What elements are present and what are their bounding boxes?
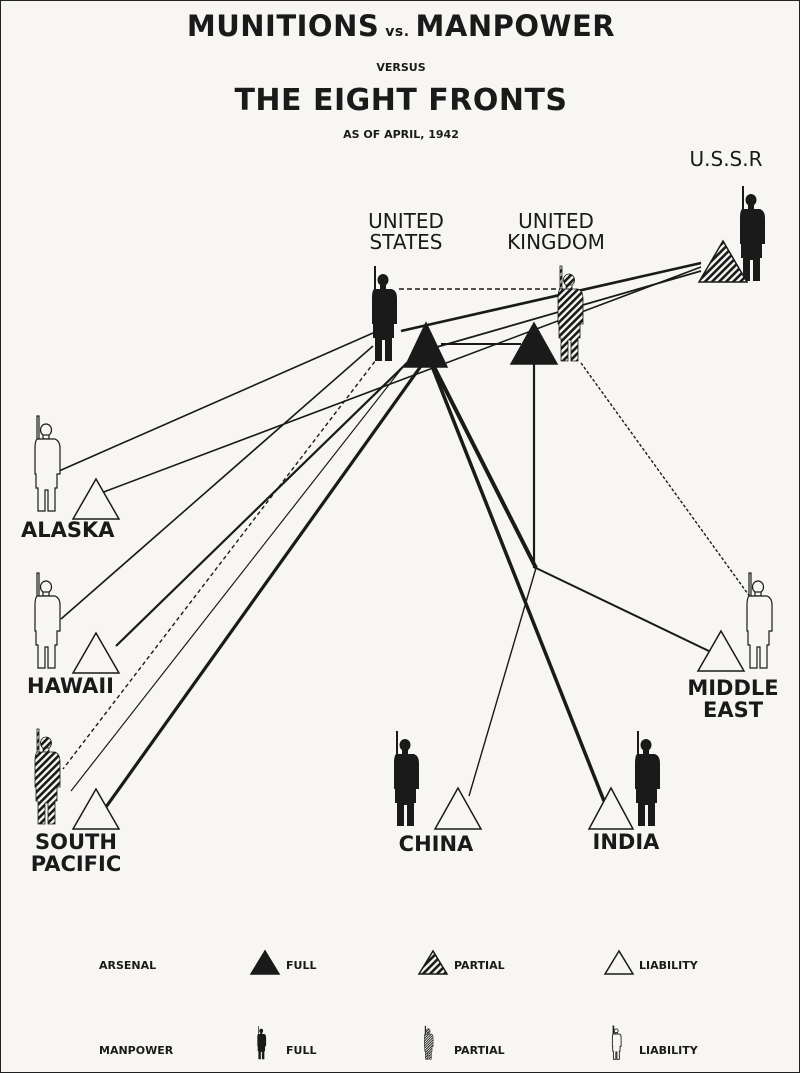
legend-arsenal-full-icon	[249, 949, 281, 975]
link-ussr-us-manpower	[400, 261, 702, 333]
legend-arsenal-liability-label: LIABILITY	[639, 959, 698, 972]
title-munitions: MUNITIONS	[186, 9, 380, 43]
southpacific-manpower-partial-icon	[34, 728, 61, 825]
legend-manpower-liability-icon	[611, 1025, 622, 1060]
alaska-arsenal-liability-icon	[71, 477, 121, 520]
uk-manpower-partial-icon	[557, 265, 584, 362]
legend-arsenal-full-label: FULL	[286, 959, 317, 972]
legend-arsenal-label: ARSENAL	[99, 959, 157, 972]
date-label: AS OF APRIL, 1942	[343, 128, 459, 141]
us-arsenal-full-icon	[403, 321, 449, 368]
link-hub-china	[468, 567, 537, 797]
legend-manpower-liability-label: LIABILITY	[639, 1044, 698, 1057]
main-title: MUNITIONS vs. MANPOWER	[1, 9, 799, 43]
arsenal-symbols	[71, 239, 749, 830]
legend-arsenal-liability-icon	[603, 949, 635, 975]
label-uk-line1: UNITED	[518, 209, 594, 233]
label-united-states: UNITED STATES	[351, 211, 461, 253]
southpacific-arsenal-liability-icon	[71, 787, 121, 830]
label-middle-east: MIDDLE EAST	[681, 677, 785, 721]
hawaii-arsenal-liability-icon	[71, 631, 121, 674]
link-ussr-alaska	[100, 266, 702, 494]
legend-manpower-full-icon	[257, 1026, 267, 1060]
india-arsenal-liability-icon	[587, 786, 635, 830]
alaska-manpower-liability-icon	[34, 415, 61, 512]
link-us-hawaii-manpower	[60, 345, 374, 620]
label-south-pacific-line2: PACIFIC	[30, 852, 122, 877]
versus-label: VERSUS	[376, 61, 426, 74]
label-united-kingdom: UNITED KINGDOM	[491, 211, 621, 253]
legend-arsenal-partial-label: PARTIAL	[454, 959, 505, 972]
link-uk-middleeast	[580, 362, 754, 602]
label-us-line2: STATES	[369, 230, 443, 254]
label-alaska: ALASKA	[21, 518, 115, 542]
label-middle-east-line2: EAST	[702, 698, 764, 723]
india-manpower-full-icon	[635, 731, 660, 826]
label-south-pacific-line1: SOUTH	[35, 830, 117, 854]
uk-arsenal-full-icon	[509, 321, 559, 365]
legend-manpower-partial-label: PARTIAL	[454, 1044, 505, 1057]
label-china: CHINA	[398, 832, 474, 856]
label-middle-east-line1: MIDDLE	[687, 676, 779, 700]
link-us-hawaii-arsenal	[115, 358, 412, 647]
legend-manpower-partial-icon	[424, 1025, 434, 1060]
title-vs: vs.	[385, 24, 410, 40]
label-uk-line2: KINGDOM	[507, 230, 605, 254]
title-manpower: MANPOWER	[415, 9, 616, 43]
label-ussr: U.S.S.R	[689, 147, 763, 171]
legend-arsenal-partial-icon	[417, 949, 449, 975]
link-us-arsenal-hub	[424, 350, 538, 569]
ussr-arsenal-partial-icon	[697, 239, 749, 283]
label-india: INDIA	[592, 830, 660, 854]
china-arsenal-liability-icon	[433, 786, 483, 830]
label-south-pacific: SOUTH PACIFIC	[21, 831, 131, 875]
legend-manpower-full-label: FULL	[286, 1044, 317, 1057]
supply-lines	[58, 261, 754, 808]
label-hawaii: HAWAII	[27, 674, 114, 698]
legend-symbols	[249, 949, 635, 975]
ussr-manpower-full-icon	[740, 186, 765, 281]
link-us-southpacific-2	[70, 362, 407, 792]
us-manpower-full-icon	[372, 266, 397, 361]
legend-manpower-label: MANPOWER	[99, 1044, 174, 1057]
link-us-india	[424, 350, 606, 802]
middleeast-arsenal-liability-icon	[696, 629, 746, 672]
link-hub-middleeast	[535, 567, 714, 654]
link-us-southpacific-manpower	[62, 355, 380, 770]
subtitle: THE EIGHT FRONTS	[234, 83, 568, 118]
hawaii-manpower-liability-icon	[34, 572, 61, 669]
middleeast-manpower-liability-icon	[746, 572, 773, 669]
label-us-line1: UNITED	[368, 209, 444, 233]
link-us-southpacific-arsenal	[104, 365, 423, 808]
link-us-alaska-manpower	[58, 332, 374, 472]
china-manpower-full-icon	[394, 731, 419, 826]
